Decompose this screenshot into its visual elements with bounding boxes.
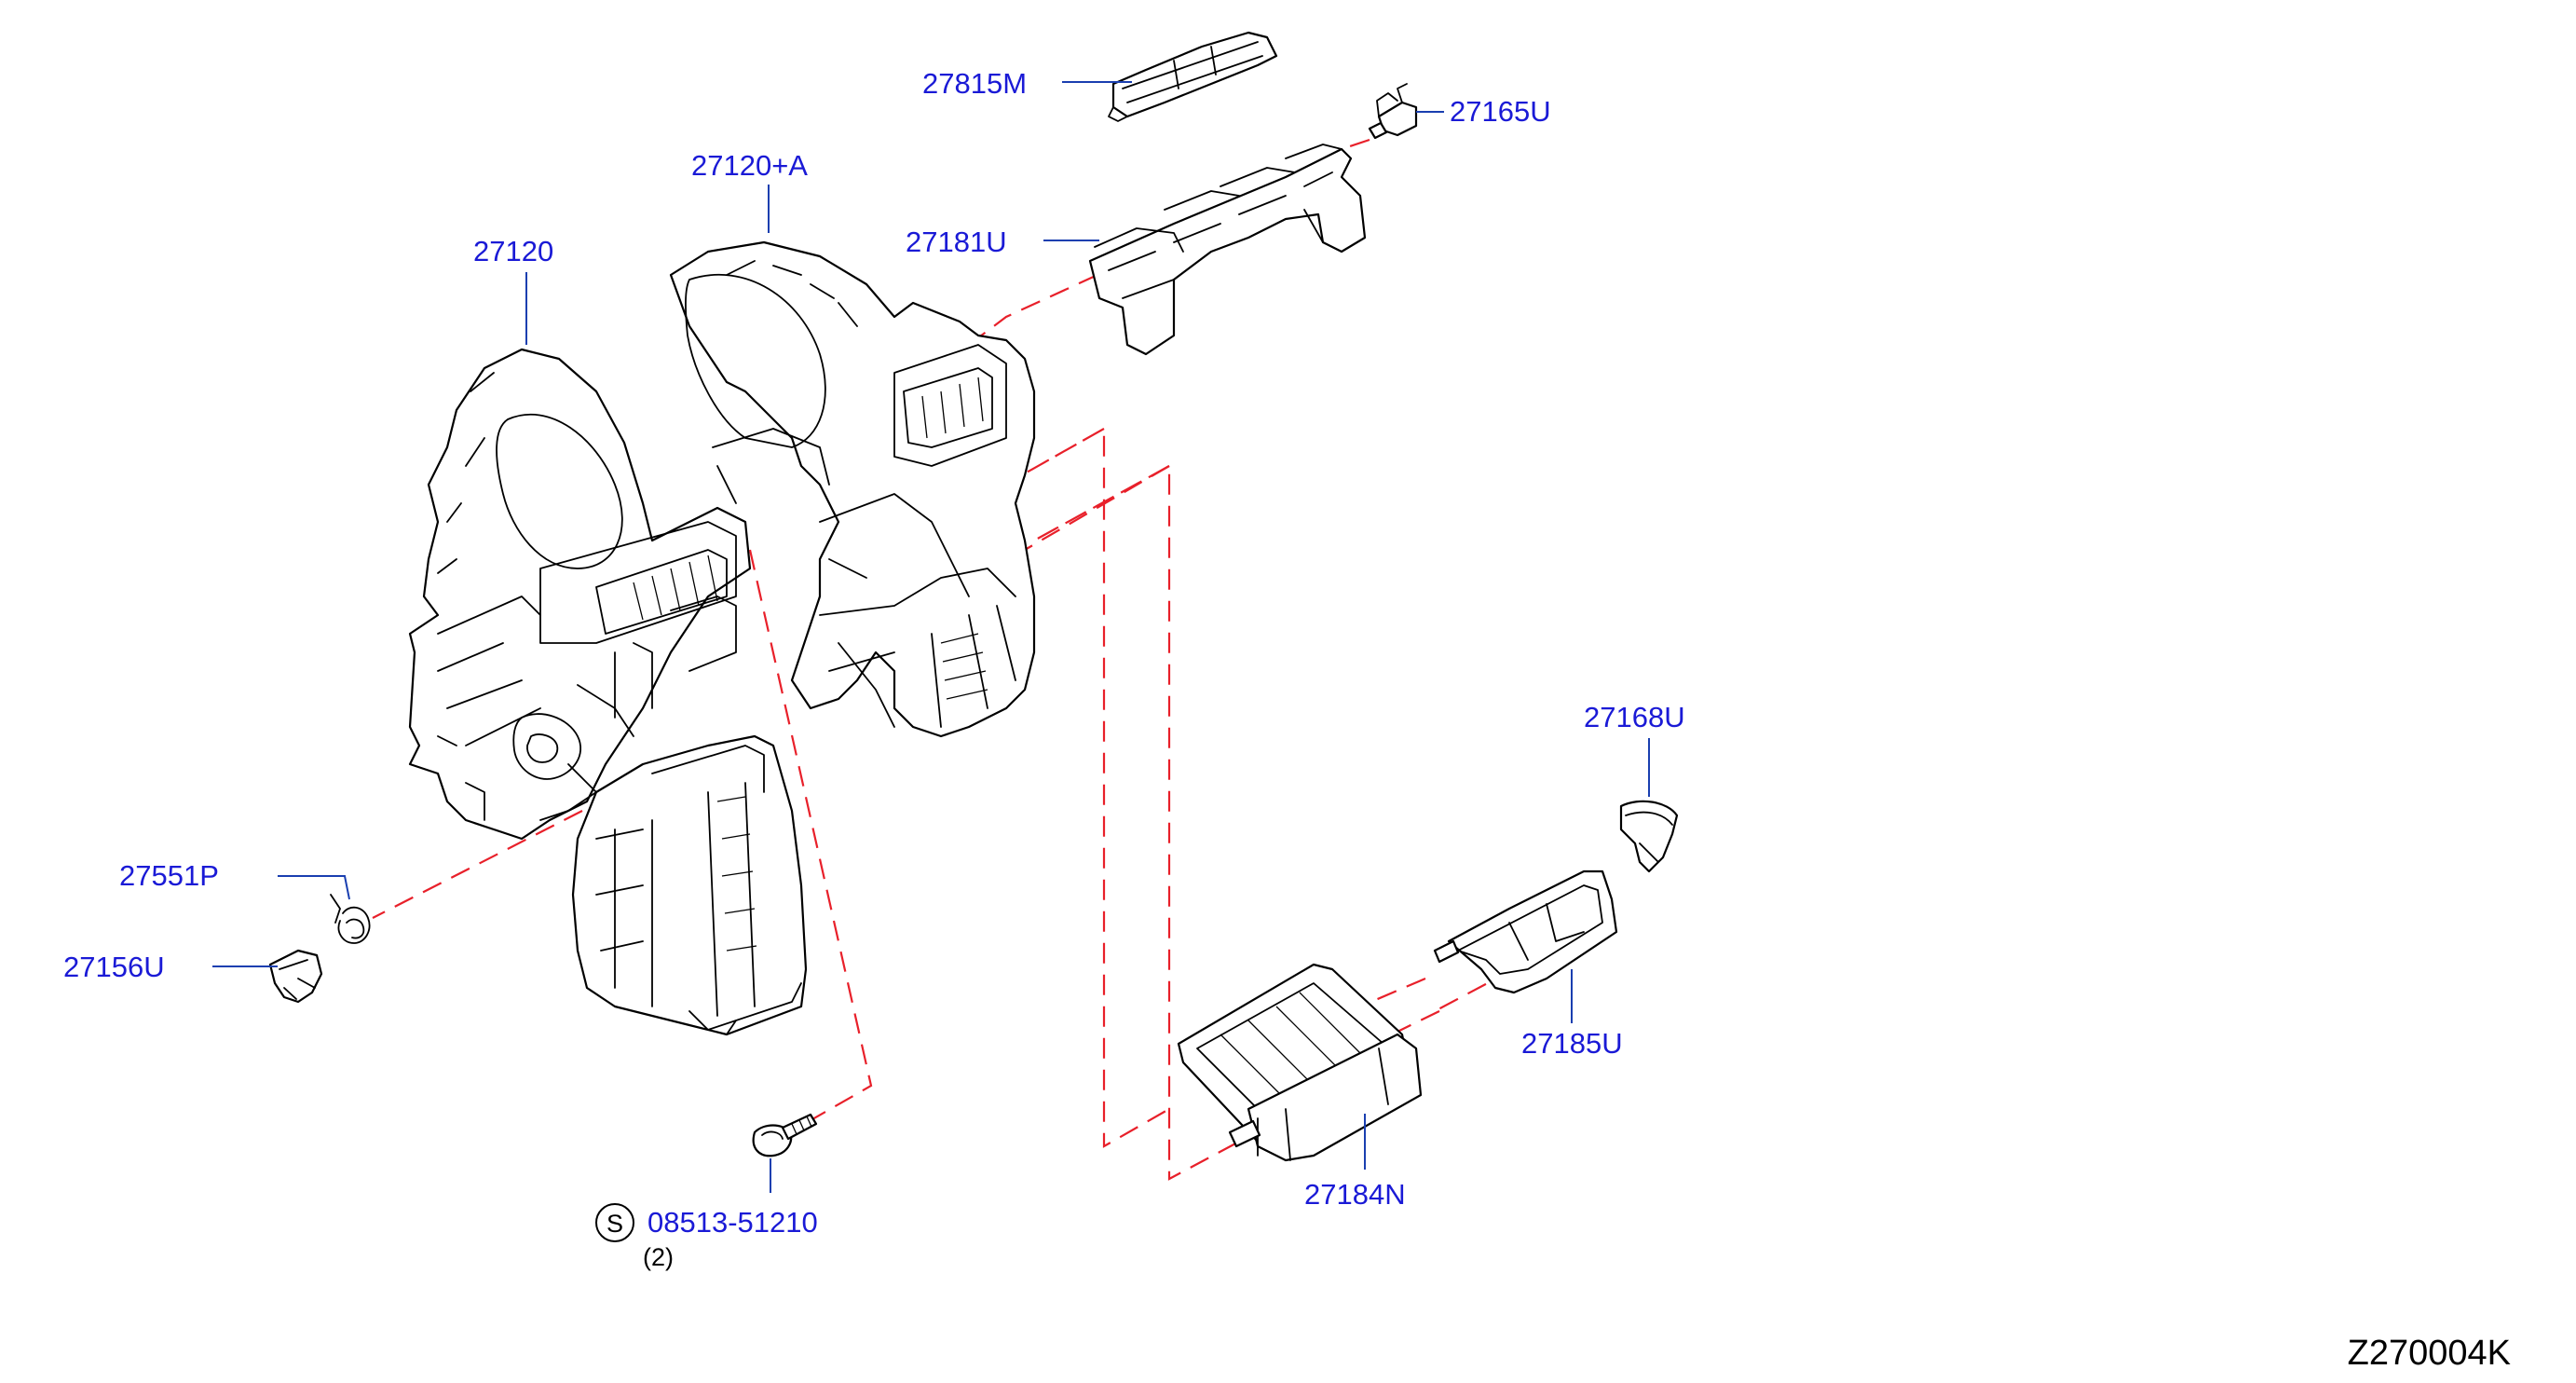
label-27551P: 27551P: [119, 859, 219, 892]
screw-08513-51210: [752, 1113, 818, 1157]
dash-line-27165U: [1341, 138, 1370, 151]
leader-27551P: [278, 875, 350, 900]
part-27815M: [1108, 31, 1278, 122]
label-27120: 27120: [473, 235, 553, 267]
housing-27120: [408, 348, 752, 841]
label-27184N: 27184N: [1304, 1178, 1406, 1211]
lower-case-front: [571, 734, 808, 1036]
dash-line-screw: [748, 549, 873, 1124]
part-27551P: [330, 894, 371, 944]
screw-symbol: S (2): [595, 1203, 674, 1271]
part-27156U: [268, 949, 323, 1004]
dash-line-housing-c: [1024, 465, 1170, 551]
screw-quantity: (2): [643, 1243, 674, 1271]
label-27168U: 27168U: [1584, 701, 1685, 733]
part-27185U: [1433, 870, 1618, 994]
screw-symbol-letter: S: [607, 1210, 623, 1238]
callouts: 27815M 27165U 27120+A 27181U 27120 27168…: [63, 67, 1685, 1239]
label-27181U: 27181U: [906, 226, 1007, 258]
part-27184N: [1177, 963, 1423, 1162]
door-27181U: [1088, 144, 1367, 356]
label-27815M: 27815M: [922, 67, 1027, 100]
label-27120A: 27120+A: [691, 149, 808, 182]
part-27165U: [1368, 83, 1418, 140]
screw-symbol-circle: [595, 1203, 634, 1242]
dash-line-27551P: [372, 810, 583, 919]
label-27156U: 27156U: [63, 951, 165, 983]
label-27185U: 27185U: [1521, 1027, 1623, 1060]
housing-27120A: [669, 240, 1036, 738]
part-27168U: [1619, 800, 1679, 873]
label-27165U: 27165U: [1450, 95, 1551, 128]
leader-lines: [212, 81, 1650, 1193]
label-08513-51210: 08513-51210: [647, 1206, 818, 1239]
diagram-code: Z270004K: [2348, 1334, 2511, 1373]
dash-line-housing-a: [996, 427, 1170, 1148]
